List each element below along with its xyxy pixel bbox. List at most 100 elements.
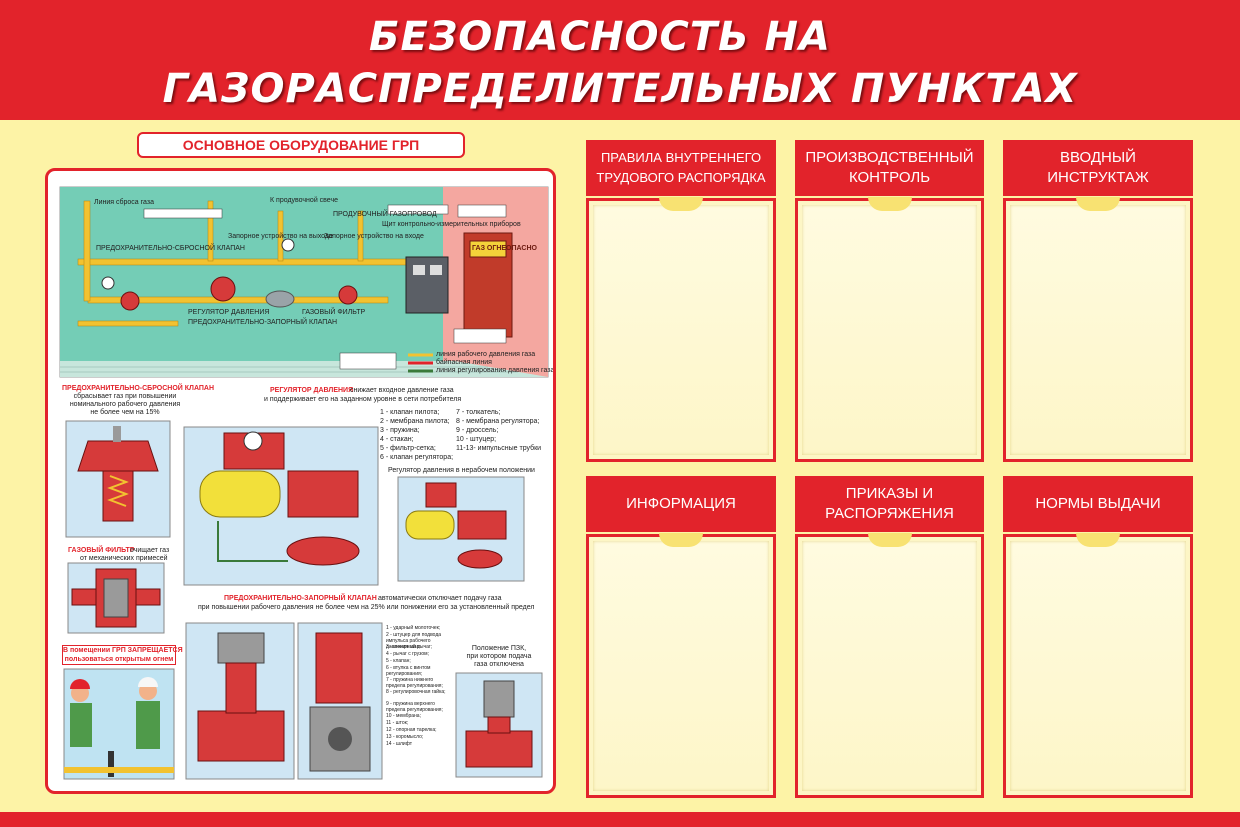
parts-list-item: 4 - стакан; [380, 436, 414, 443]
regulator-idle-illustration [397, 476, 525, 582]
pocket-tab [867, 533, 912, 547]
pocket-rules[interactable] [586, 197, 776, 462]
pocket-tab [659, 197, 703, 211]
pocket-rules-line2: ТРУДОВОГО РАСПОРЯДКА [596, 170, 766, 185]
pocket-tab [1076, 533, 1120, 547]
header-title-line2: ГАЗОРАСПРЕДЕЛИТЕЛЬНЫХ ПУНКТАХ [162, 66, 1078, 112]
pocket-info-line1: ИНФОРМАЦИЯ [626, 495, 736, 512]
reset-valve-illustration [65, 420, 171, 538]
header-title-line1: БЕЗОПАСНОСТЬ НА [369, 14, 831, 60]
parts-list-item: 8 - регулировочная гайка; [386, 689, 446, 695]
reset-valve-text1: сбрасывает газ при повышении [73, 393, 177, 400]
label-candle: К продувочной свече [270, 197, 339, 204]
pocket-header-norms: НОРМЫ ВЫДАЧИ [1003, 476, 1193, 532]
parts-list-item: 2 - штуцер для подвода импульса рабочего… [386, 632, 442, 650]
pocket-briefing[interactable] [1003, 197, 1193, 462]
parts-list-item: 10 - мембрана; [386, 713, 421, 719]
parts-list-item: 5 - фильтр-сетка; [380, 445, 436, 452]
pocket-control-line2: КОНТРОЛЬ [848, 169, 931, 186]
workers-illustration [63, 668, 175, 780]
parts-list-item: 2 - мембрана пилота; [380, 418, 450, 425]
label-purge: ПРОДУВОЧНЫЙ ГАЗОПРОВОД [333, 211, 437, 218]
pocket-header-briefing: ВВОДНЫЙ ИНСТРУКТАЖ [1003, 140, 1193, 196]
gas-filter-illustration [67, 562, 165, 634]
poster-title: ОСНОВНОЕ ОБОРУДОВАНИЕ ГРП [137, 132, 465, 158]
regulator-title: РЕГУЛЯТОР ДАВЛЕНИЯ [270, 387, 354, 394]
shutoff-title: ПРЕДОХРАНИТЕЛЬНО-ЗАПОРНЫЙ КЛАПАН [224, 595, 377, 602]
parts-list-item: 11 - шток; [386, 720, 409, 726]
header-banner: БЕЗОПАСНОСТЬ НА ГАЗОРАСПРЕДЕЛИТЕЛЬНЫХ ПУ… [0, 0, 1240, 120]
shutoff-text1: автоматически отключает подачу газа [378, 595, 502, 602]
parts-list-item: 12 - опорная тарелка; [386, 727, 437, 733]
parts-list-item: 13 - коромысло; [386, 734, 424, 740]
pocket-norms[interactable] [1003, 533, 1193, 798]
shutoff-valve-illustration [185, 622, 383, 780]
parts-list-item: 14 - шлифт [386, 741, 413, 747]
reset-valve-text2: номинального рабочего давления [69, 401, 181, 408]
pocket-header-control: ПРОИЗВОДСТВЕННЫЙ КОНТРОЛЬ [795, 140, 984, 196]
prohibit-line2: пользоваться открытым огнем [64, 656, 174, 663]
pocket-orders[interactable] [795, 533, 984, 798]
filter-text1: очищает газ [130, 547, 170, 554]
pzk-position-illustration [455, 672, 543, 778]
label-door-sign: ГАЗ ОГНЕОПАСНО [472, 245, 537, 252]
label-shutoff-valve: ПРЕДОХРАНИТЕЛЬНО-ЗАПОРНЫЙ КЛАПАН [188, 319, 338, 326]
label-valve-reset: ПРЕДОХРАНИТЕЛЬНО-СБРОСНОЙ КЛАПАН [96, 245, 245, 252]
pocket-header-orders: ПРИКАЗЫ И РАСПОРЯЖЕНИЯ [795, 476, 984, 532]
label-line-reset: Линия сброса газа [94, 199, 154, 206]
parts-list-item: 6 - втулка с винтом регулирования; [386, 665, 431, 677]
regulator-text1: снижает входное давление газа [350, 387, 454, 394]
filter-text2: от механических примесей [80, 555, 168, 562]
legend-regulation: линия регулирования давления газа [436, 367, 555, 374]
regulator-idle-caption: Регулятор давления в нерабочем положении [388, 467, 535, 474]
pocket-briefing-line1: ВВОДНЫЙ [1060, 149, 1136, 166]
pocket-briefing-line2: ИНСТРУКТАЖ [1047, 169, 1149, 186]
pocket-rules-line1: ПРАВИЛА ВНУТРЕННЕГО [600, 150, 762, 165]
shutoff-text2: при повышении рабочего давления не более… [198, 604, 535, 611]
pzk-position-line1: Положение ПЗК, [471, 645, 527, 652]
parts-list-item: 9 - пружина верхнего предела регулирован… [386, 701, 443, 713]
pocket-info[interactable] [586, 533, 776, 798]
filter-title: ГАЗОВЫЙ ФИЛЬТР [68, 547, 135, 554]
poster-illustrations [59, 186, 549, 780]
pocket-header-info: ИНФОРМАЦИЯ [586, 476, 776, 532]
pocket-orders-line1: ПРИКАЗЫ И [845, 485, 934, 502]
pocket-tab [659, 533, 703, 547]
pocket-control-line1: ПРОИЗВОДСТВЕННЫЙ [805, 149, 974, 166]
reset-valve-text3: не более чем на 15% [90, 409, 160, 416]
parts-list-item: 1 - клапан пилота; [380, 409, 440, 416]
parts-list-item: 3 - пружина; [380, 427, 420, 434]
parts-list-item: 7 - толкатель; [456, 409, 501, 416]
reset-valve-title: ПРЕДОХРАНИТЕЛЬНО-СБРОСНОЙ КЛАПАН [62, 385, 215, 392]
parts-list-item: 6 - клапан регулятора; [380, 454, 454, 461]
pzk-position-line3: газа отключена [474, 661, 524, 668]
parts-list-item: 7 - пружина нижнего предела регулировани… [386, 677, 443, 689]
parts-list-item: 10 - штуцер; [456, 436, 497, 443]
regulator-illustration [183, 426, 379, 586]
parts-list-item: 3 - анкерный рычаг; [386, 644, 433, 650]
pocket-tab [1076, 197, 1120, 211]
regulator-text2: и поддерживает его на заданном уровне в … [264, 396, 462, 403]
parts-list-item: 5 - клапан; [386, 658, 411, 664]
prohibition-box: В помещении ГРП ЗАПРЕЩАЕТСЯ пользоваться… [62, 645, 183, 665]
grp-room-illustration [59, 186, 549, 378]
label-shutoff-out: Запорное устройство на выходе [228, 233, 333, 240]
parts-list-item: 4 - рычаг с грузом; [386, 651, 429, 657]
equipment-poster: Линия сброса газа К продувочной свече ПР… [45, 168, 556, 794]
pocket-header-rules: ПРАВИЛА ВНУТРЕННЕГО ТРУДОВОГО РАСПОРЯДКА [586, 140, 776, 196]
label-regulator: РЕГУЛЯТОР ДАВЛЕНИЯ [188, 309, 270, 316]
parts-list-item: 1 - ударный молоточек; [386, 625, 441, 631]
footer-bar [0, 812, 1240, 827]
pocket-tab [867, 197, 912, 211]
parts-list-item: 11-13- импульсные трубки [456, 445, 542, 452]
label-filter: ГАЗОВЫЙ ФИЛЬТР [302, 309, 366, 316]
pocket-control[interactable] [795, 197, 984, 462]
prohibit-line1: В помещении ГРП ЗАПРЕЩАЕТСЯ [63, 647, 183, 654]
pocket-norms-line1: НОРМЫ ВЫДАЧИ [1035, 495, 1161, 512]
pocket-orders-line2: РАСПОРЯЖЕНИЯ [825, 505, 954, 522]
parts-list-item: 8 - мембрана регулятора; [456, 418, 540, 425]
legend-work-pressure: линия рабочего давления газа [436, 351, 536, 358]
label-shutoff-in: Запорное устройство на входе [324, 233, 424, 240]
label-shield: Щит контрольно-измерительных приборов [382, 221, 521, 228]
pzk-position-line2: при котором подача [466, 653, 532, 660]
